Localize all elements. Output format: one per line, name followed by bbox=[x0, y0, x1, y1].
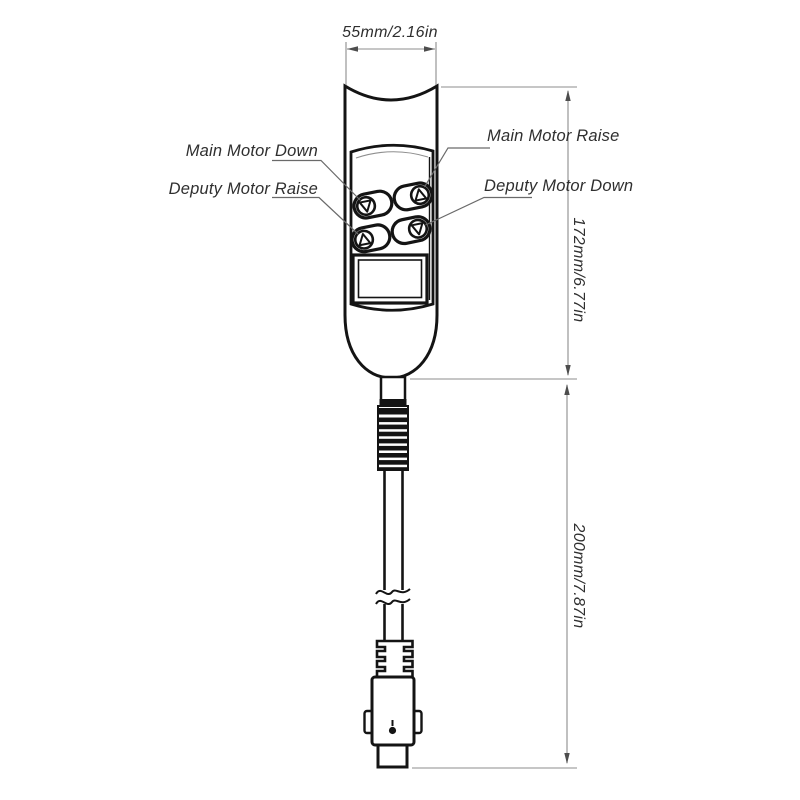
connector-tip bbox=[376, 743, 409, 769]
deputy-motor-raise-label: Deputy Motor Raise bbox=[169, 180, 318, 198]
width-dimension: 55mm/2.16in bbox=[342, 24, 438, 85]
button-panel-inner-edge bbox=[355, 151, 429, 159]
main-motor-down-label: Main Motor Down bbox=[186, 142, 318, 160]
triangle-up-icon bbox=[414, 188, 428, 202]
arrow-left-icon bbox=[347, 46, 358, 52]
deputy-motor-down-leader bbox=[425, 196, 532, 226]
width-dimension-text: 55mm/2.16in bbox=[342, 24, 438, 41]
strain-relief-ribs bbox=[377, 405, 409, 471]
deputy-motor-button-row bbox=[350, 215, 432, 254]
cable-break-symbol bbox=[375, 588, 411, 605]
neck-collar bbox=[379, 399, 407, 406]
callout-labels: Main Motor Down Deputy Motor Raise Main … bbox=[169, 127, 633, 198]
arrow-right-icon bbox=[424, 46, 435, 52]
label-window-inner bbox=[357, 259, 423, 299]
connector bbox=[363, 675, 423, 769]
deputy-motor-down-label: Deputy Motor Down bbox=[484, 177, 633, 195]
body-length-dimension-text: 172mm/6.77in bbox=[570, 218, 587, 323]
triangle-down-icon bbox=[358, 199, 372, 213]
triangle-up-icon bbox=[358, 232, 372, 247]
connector-pin bbox=[388, 726, 397, 735]
main-motor-down-leader bbox=[272, 159, 361, 201]
triangle-down-icon bbox=[410, 222, 424, 236]
body-length-dimension: 172mm/6.77in bbox=[410, 86, 587, 380]
arrow-down-icon bbox=[565, 365, 571, 376]
cable bbox=[383, 470, 404, 641]
connector-bellows bbox=[375, 639, 414, 679]
deputy-motor-raise-leader bbox=[272, 196, 359, 235]
arrow-up-icon bbox=[564, 384, 570, 395]
cable-length-dimension: 200mm/7.87in bbox=[412, 384, 587, 769]
connector-body bbox=[370, 675, 416, 747]
arrow-down-icon bbox=[564, 753, 570, 764]
cable-length-dimension-text: 200mm/7.87in bbox=[570, 523, 587, 629]
main-motor-raise-leader bbox=[423, 147, 490, 188]
main-motor-raise-label: Main Motor Raise bbox=[487, 127, 620, 145]
arrow-up-icon bbox=[565, 90, 571, 101]
cable-assembly bbox=[363, 375, 423, 769]
callout-leaders bbox=[272, 147, 532, 235]
remote-handset bbox=[343, 83, 439, 380]
main-motor-button-row bbox=[352, 181, 434, 220]
